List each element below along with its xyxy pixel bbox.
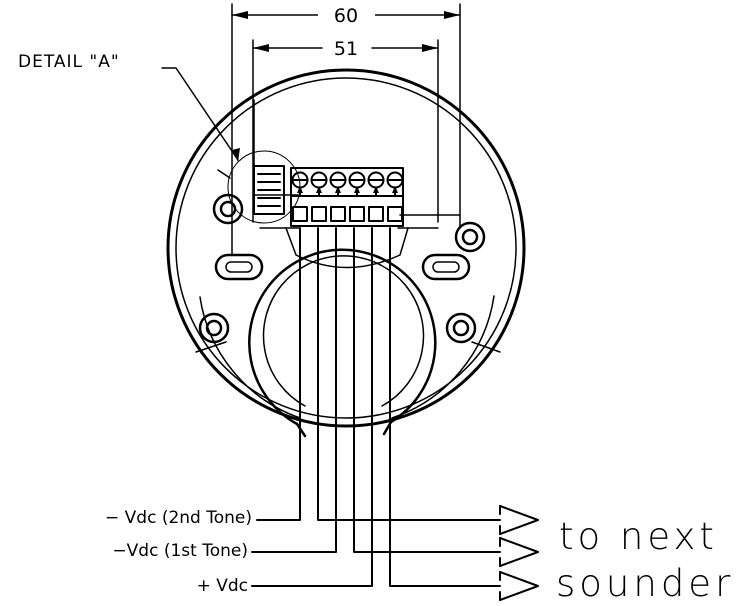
destination-arrow-1	[499, 505, 539, 535]
dimension-60-label: 60	[334, 5, 358, 27]
destination-arrow-2	[499, 537, 539, 567]
mounting-screw-bottom-left	[198, 312, 230, 344]
mounting-screw-top-right	[454, 221, 486, 253]
terminal-screw-6	[386, 171, 404, 222]
terminal-screw-1	[291, 171, 309, 222]
terminal-block	[290, 167, 404, 227]
destination-label-line2: sounder	[556, 562, 734, 605]
wire-label-second-tone: − Vdc (2nd Tone)	[105, 508, 252, 528]
wire-label-positive: + Vdc	[197, 576, 248, 596]
detail-a-component	[253, 165, 285, 215]
wire-second-tone-in	[256, 227, 301, 521]
terminal-screw-2	[310, 171, 328, 222]
destination-arrows	[499, 505, 539, 601]
wire-first-tone-in	[251, 227, 337, 553]
terminal-screw-3	[329, 171, 347, 222]
wire-positive-out	[389, 227, 501, 587]
terminal-screw-4	[348, 171, 366, 222]
wire-positive-in	[251, 227, 373, 587]
dimension-51-label: 51	[334, 38, 358, 60]
mounting-slot-right	[421, 253, 471, 281]
wire-label-first-tone: −Vdc (1st Tone)	[112, 541, 248, 561]
terminal-screw-5	[367, 171, 385, 222]
cable-opening	[248, 248, 437, 438]
wire-first-tone-out	[353, 227, 501, 553]
destination-label-line1: to next	[559, 515, 718, 558]
mounting-screw-top-left	[212, 193, 244, 225]
destination-arrow-3	[499, 571, 539, 601]
mounting-screw-bottom-right	[445, 312, 477, 344]
wires	[251, 227, 501, 587]
mounting-slot-left	[214, 253, 264, 281]
sounder-housing	[166, 68, 526, 428]
detail-a-label: DETAIL "A"	[18, 52, 120, 72]
wire-second-tone-out	[317, 227, 501, 521]
